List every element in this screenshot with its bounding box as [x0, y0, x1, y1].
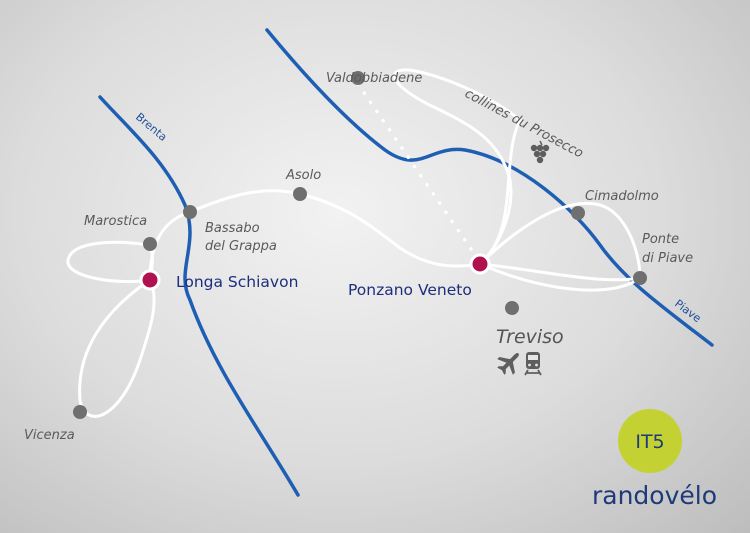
- brand-badge: [618, 409, 682, 473]
- stop-bassano[interactable]: [183, 205, 197, 219]
- route-ponte-return: [478, 262, 642, 282]
- label-vicenza: Vicenza: [24, 428, 75, 443]
- label-marostica: Marostica: [84, 214, 147, 229]
- stop-vicenza[interactable]: [73, 405, 87, 419]
- label-ponte-2: di Piave: [642, 251, 693, 266]
- label-longa-schiavon: Longa Schiavon: [176, 273, 298, 291]
- brand-name: randovélo: [592, 481, 717, 510]
- piave-river: [265, 28, 714, 347]
- grapes-icon: [530, 140, 550, 164]
- route-vicenza-loop: [78, 278, 156, 418]
- base-longa-schiavon[interactable]: [139, 269, 161, 291]
- brand-code: IT5: [635, 431, 664, 453]
- route-marostica-loop: [66, 240, 154, 284]
- label-ponzano-veneto: Ponzano Veneto: [348, 281, 472, 299]
- dotted-link: [356, 82, 482, 264]
- label-treviso: Treviso: [496, 326, 564, 348]
- label-prosecco: collines du Prosecco: [462, 86, 586, 161]
- stop-valdobbiadene[interactable]: [351, 71, 365, 85]
- piave-label: Piave: [672, 297, 704, 325]
- airplane-icon: [497, 353, 519, 375]
- stop-ponte-di-piave[interactable]: [633, 271, 647, 285]
- label-ponte-1: Ponte: [642, 232, 679, 247]
- stop-asolo[interactable]: [293, 187, 307, 201]
- route-prosecco-loop: [392, 68, 522, 266]
- route-piave-loop: [478, 202, 642, 292]
- brenta-river: [98, 95, 300, 497]
- train-icon: [524, 352, 542, 376]
- label-cimadolmo: Cimadolmo: [585, 189, 659, 204]
- label-bassano-2: del Grappa: [205, 239, 277, 254]
- label-bassano-1: Bassabo: [205, 221, 260, 236]
- label-valdobbiadene: Valdobbiadene: [326, 71, 422, 86]
- stop-treviso[interactable]: [505, 301, 519, 315]
- stop-cimadolmo[interactable]: [571, 206, 585, 220]
- stop-marostica[interactable]: [143, 237, 157, 251]
- route-main: [148, 189, 482, 282]
- label-asolo: Asolo: [285, 168, 321, 183]
- base-ponzano-veneto[interactable]: [469, 253, 491, 275]
